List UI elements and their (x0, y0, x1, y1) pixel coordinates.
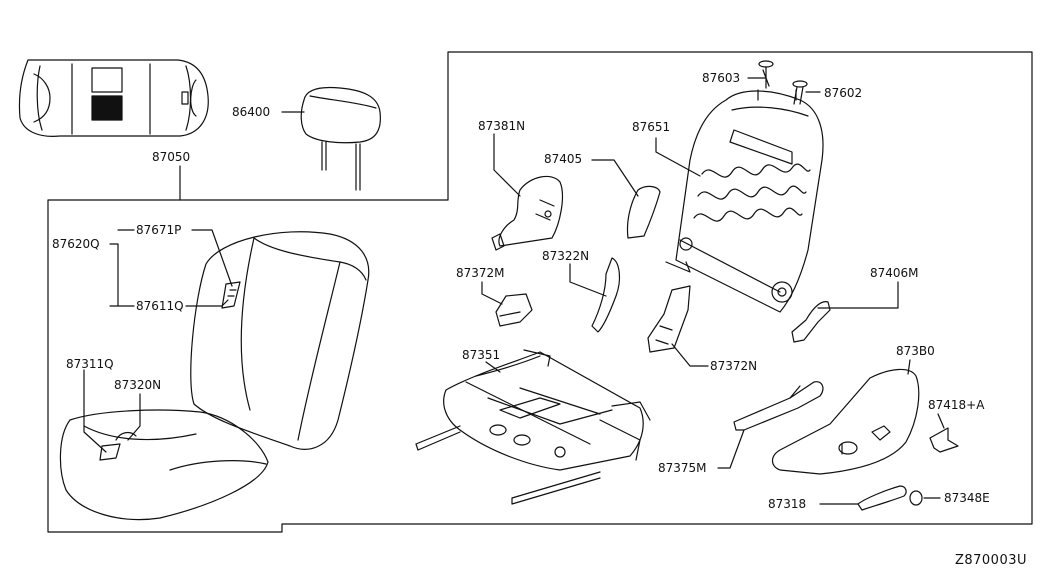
label-87620Q: 87620Q (52, 237, 100, 251)
label-87372M: 87372M (456, 266, 505, 280)
label-873B0: 873B0 (896, 344, 935, 358)
car-thumbnail (18, 59, 209, 137)
label-87351: 87351 (462, 348, 501, 362)
seat-back (190, 231, 370, 450)
side-cover-87381N (491, 175, 564, 251)
label-87602: 87602 (824, 86, 863, 100)
lever-87406M (791, 301, 831, 343)
label-87418A: 87418+A (928, 398, 985, 412)
headrest (300, 86, 381, 191)
label-87372N: 87372N (710, 359, 758, 373)
seat-cushion (59, 409, 269, 521)
pin-87603 (758, 60, 774, 89)
label-87320N: 87320N (114, 378, 162, 392)
leader-87322N (569, 263, 607, 297)
assembly-outline (47, 51, 1033, 533)
leader-87320N (127, 393, 141, 441)
cover-87372M (495, 293, 533, 327)
pad-87405 (626, 185, 661, 239)
leader-87372N (671, 343, 709, 367)
leader-87671P (191, 229, 233, 287)
leader-87375M (717, 429, 745, 469)
cover-87372N (647, 285, 691, 353)
strip-87322N (591, 257, 621, 333)
leader-87620Q (109, 229, 135, 307)
leader-873B0 (907, 359, 911, 375)
leader-87418A (937, 413, 945, 429)
leader-87611Q (185, 299, 229, 307)
leader-87311Q (83, 369, 107, 453)
leader-87406M (817, 281, 899, 309)
label-87611Q: 87611Q (136, 299, 184, 313)
label-87322N: 87322N (542, 249, 590, 263)
label-87050: 87050 (152, 150, 191, 164)
leader-87372M (481, 281, 503, 305)
strip-87375M (733, 381, 824, 431)
handle-87318 (857, 485, 907, 511)
seat-back-frame (665, 89, 824, 313)
label-87381N: 87381N (478, 119, 526, 133)
label-87406M: 87406M (870, 266, 919, 280)
label-87405: 87405 (544, 152, 583, 166)
pin-87602 (792, 80, 808, 105)
leader-87651 (655, 137, 701, 177)
clip-87418A (929, 427, 959, 453)
leader-87405 (591, 159, 639, 197)
seat-frame-87351 (415, 349, 651, 505)
label-87603: 87603 (702, 71, 741, 85)
label-87671P: 87671P (136, 223, 182, 237)
diagram-code: Z870003U (954, 553, 1027, 568)
label-87348E: 87348E (944, 491, 990, 505)
label-87318: 87318 (768, 497, 807, 511)
label-87375M: 87375M (658, 461, 707, 475)
leader-87381N (493, 133, 521, 197)
side-shield-873B0 (771, 368, 920, 475)
label-87651: 87651 (632, 120, 671, 134)
leader-87351 (485, 361, 501, 373)
label-87311Q: 87311Q (66, 357, 114, 371)
ring-87348E (909, 490, 923, 506)
label-86400: 86400 (232, 105, 271, 119)
